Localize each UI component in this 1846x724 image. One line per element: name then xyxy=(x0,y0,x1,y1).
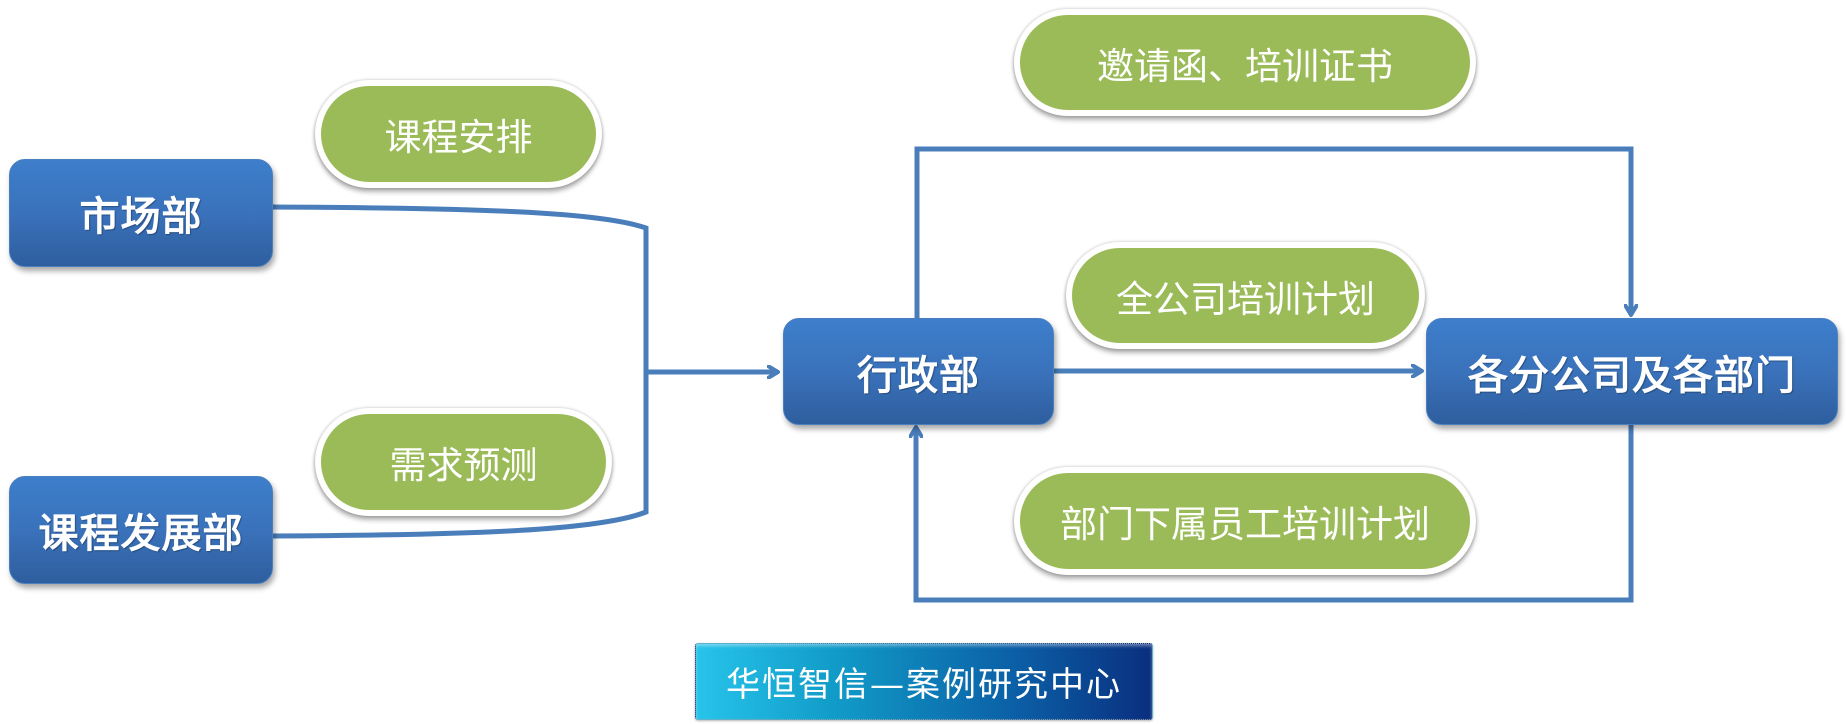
footer-banner: 华恒智信—案例研究中心 xyxy=(695,643,1153,720)
label-invitation-cert: 邀请函、培训证书 xyxy=(1014,9,1476,116)
label-company-plan-text: 全公司培训计划 xyxy=(1116,277,1375,321)
label-company-plan: 全公司培训计划 xyxy=(1066,242,1425,349)
footer-banner-text: 华恒智信—案例研究中心 xyxy=(726,665,1122,705)
node-admin: 行政部 xyxy=(783,318,1054,425)
node-course-dev: 课程发展部 xyxy=(9,476,273,584)
arrow-bottom-loop xyxy=(916,423,1634,603)
node-course-dev-label: 课程发展部 xyxy=(38,511,244,557)
node-marketing-label: 市场部 xyxy=(79,194,203,240)
label-course-schedule-text: 课程安排 xyxy=(384,116,533,159)
node-branches: 各分公司及各部门 xyxy=(1426,318,1838,425)
label-dept-plan-text: 部门下属员工培训计划 xyxy=(1060,503,1430,546)
label-dept-plan: 部门下属员工培训计划 xyxy=(1014,467,1476,575)
node-branches-label: 各分公司及各部门 xyxy=(1468,352,1796,399)
node-marketing: 市场部 xyxy=(9,159,273,267)
label-demand-forecast: 需求预测 xyxy=(315,408,612,516)
arrow-top-loop xyxy=(914,146,1631,318)
connector-marketing xyxy=(271,204,649,372)
label-invitation-cert-text: 邀请函、培训证书 xyxy=(1097,44,1393,88)
label-course-schedule: 课程安排 xyxy=(315,80,602,188)
label-demand-forecast-text: 需求预测 xyxy=(389,444,538,487)
node-admin-label: 行政部 xyxy=(857,352,980,399)
connector-course-dev xyxy=(271,372,649,539)
